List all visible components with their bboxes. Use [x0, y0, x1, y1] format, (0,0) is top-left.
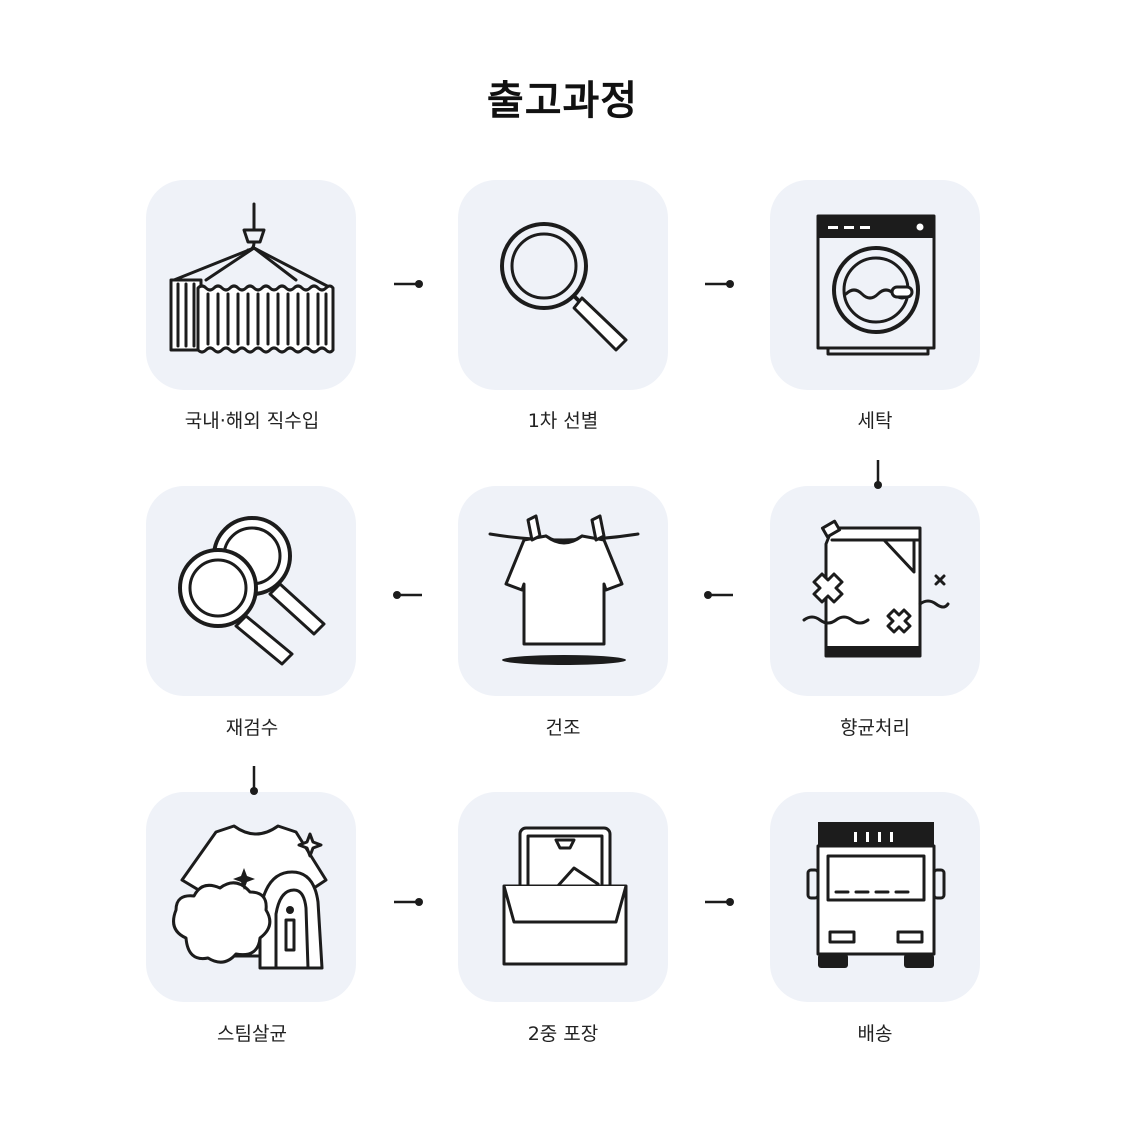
- package-box-icon: [502, 826, 628, 966]
- step-card-wash: [770, 180, 980, 390]
- step-label: 1차 선별: [527, 410, 599, 432]
- step-card-steam: [146, 792, 356, 1002]
- connector-arrow: [705, 280, 734, 288]
- delivery-truck-icon: [806, 822, 946, 968]
- step-label: 건조: [545, 717, 581, 739]
- step-label: 향균처리: [840, 717, 910, 739]
- double-magnifier-icon: [178, 516, 326, 666]
- page-title: 출고과정: [486, 78, 639, 124]
- step-card-antibacterial: [770, 486, 980, 696]
- connector-arrow: [393, 591, 422, 599]
- step-label: 2중 포장: [527, 1023, 599, 1045]
- step-card-first-sort: [458, 180, 668, 390]
- step-card-package: [458, 792, 668, 1002]
- connector-arrow: [705, 898, 734, 906]
- magnifying-glass-icon: [500, 222, 628, 352]
- detergent-bottle-icon: [802, 519, 950, 658]
- connector-arrow: [394, 898, 423, 906]
- step-label: 재검수: [225, 717, 279, 739]
- step-card-dry: [458, 486, 668, 696]
- step-card-delivery: [770, 792, 980, 1002]
- step-label: 국내·해외 직수입: [184, 410, 320, 432]
- step-card-import: [146, 180, 356, 390]
- connector-arrow: [394, 280, 423, 288]
- connector-arrow: [250, 766, 258, 795]
- shipping-container-crane-icon: [169, 202, 335, 354]
- steam-iron-shirt-icon: [172, 824, 328, 970]
- step-label: 배송: [857, 1023, 893, 1045]
- shirt-clothesline-icon: [488, 514, 640, 665]
- connector-arrow: [874, 460, 882, 489]
- step-label: 스팀살균: [217, 1023, 287, 1045]
- step-card-recheck: [146, 486, 356, 696]
- washing-machine-icon: [816, 214, 936, 356]
- connector-arrow: [704, 591, 733, 599]
- step-label: 세탁: [857, 410, 893, 432]
